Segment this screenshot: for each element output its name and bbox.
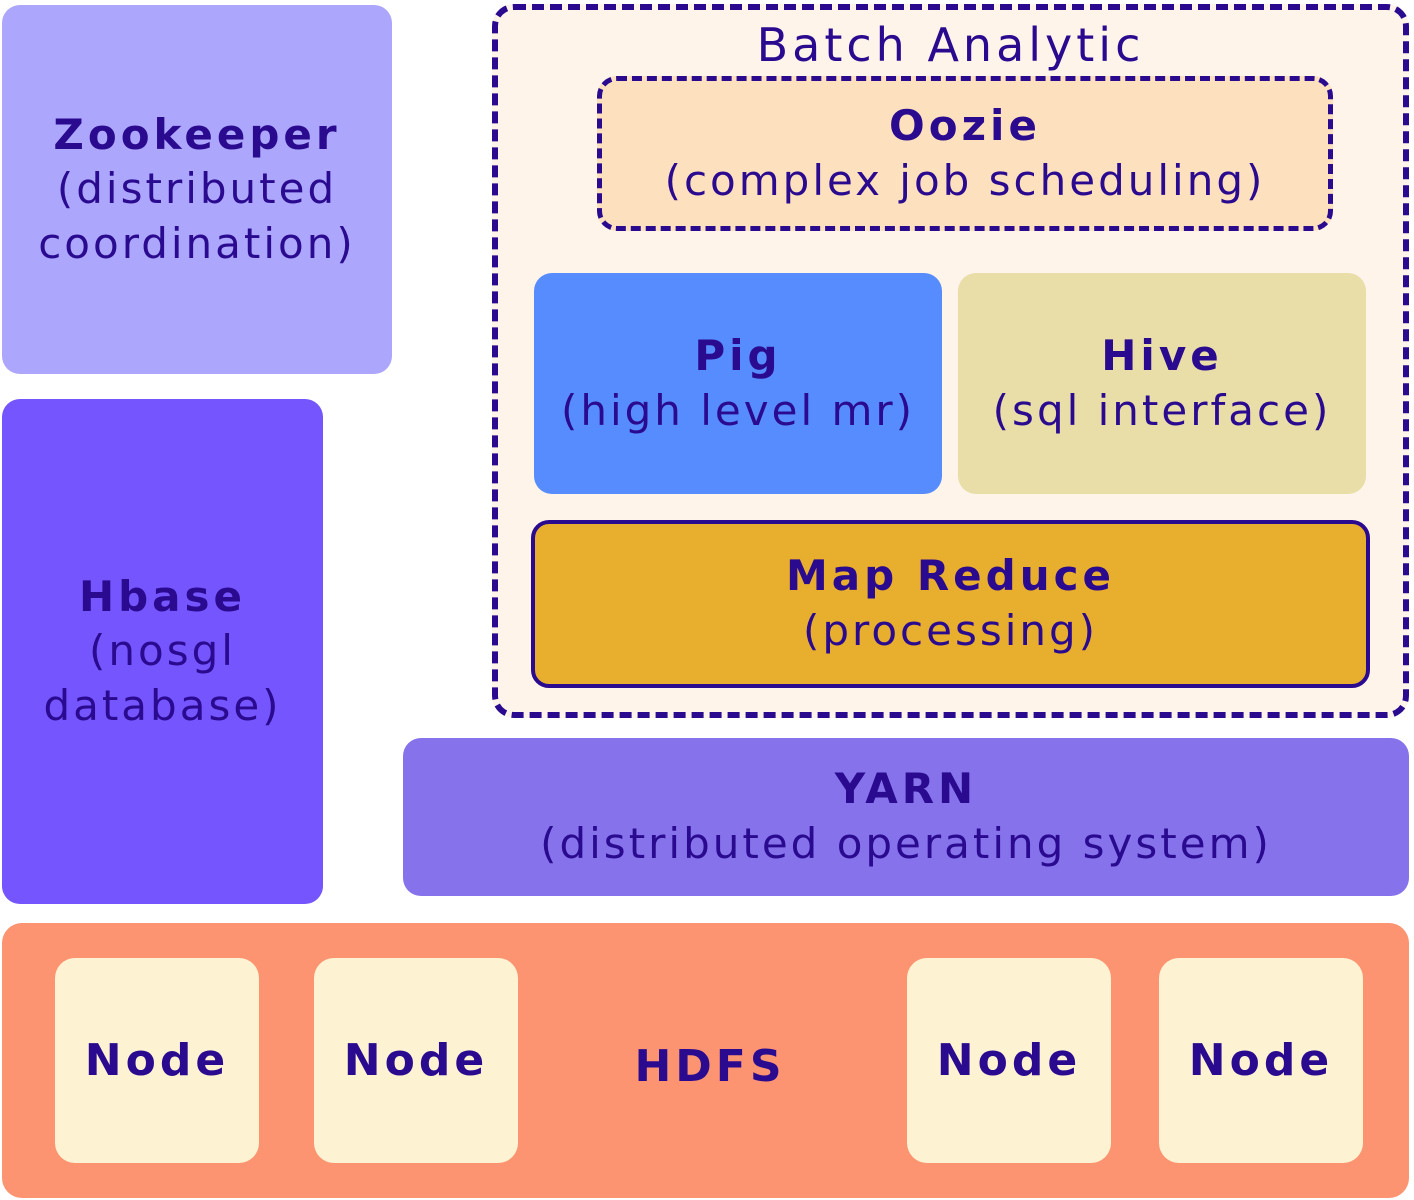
hive-title: Hive — [1101, 330, 1223, 380]
hive-description: (sql interface) — [992, 385, 1332, 435]
map-reduce-title: Map Reduce — [786, 551, 1115, 601]
pig-description: (high level mr) — [560, 385, 916, 435]
zookeeper-description-line1: (distributed — [56, 164, 338, 214]
hbase-title: Hbase — [78, 571, 247, 621]
hdfs-node: Node — [907, 958, 1111, 1163]
hdfs-label: HDFS — [634, 1040, 786, 1092]
pig-block: Pig (high level mr) — [534, 273, 942, 494]
map-reduce-block: Map Reduce (processing) — [531, 520, 1370, 688]
zookeeper-description-line2: coordination) — [38, 218, 356, 268]
yarn-description: (distributed operating system) — [540, 819, 1272, 868]
map-reduce-description: (processing) — [802, 606, 1099, 655]
oozie-title: Oozie — [889, 100, 1041, 150]
oozie-description: (complex job scheduling) — [664, 155, 1266, 205]
hdfs-node: Node — [314, 958, 518, 1163]
hbase-block: Hbase (nosgl database) — [2, 399, 323, 904]
hbase-description-line1: (nosgl — [89, 626, 236, 676]
yarn-title: YARN — [834, 764, 978, 814]
zookeeper-title: Zookeeper — [53, 109, 341, 159]
oozie-block: Oozie (complex job scheduling) — [597, 76, 1333, 231]
batch-analytic-label: Batch Analytic — [756, 18, 1145, 72]
pig-title: Pig — [694, 330, 782, 380]
hbase-description-line2: database) — [43, 680, 282, 730]
hive-block: Hive (sql interface) — [958, 273, 1366, 494]
hdfs-node: Node — [55, 958, 259, 1163]
hdfs-node: Node — [1159, 958, 1363, 1163]
yarn-block: YARN (distributed operating system) — [403, 738, 1409, 896]
zookeeper-block: Zookeeper (distributed coordination) — [2, 5, 392, 374]
